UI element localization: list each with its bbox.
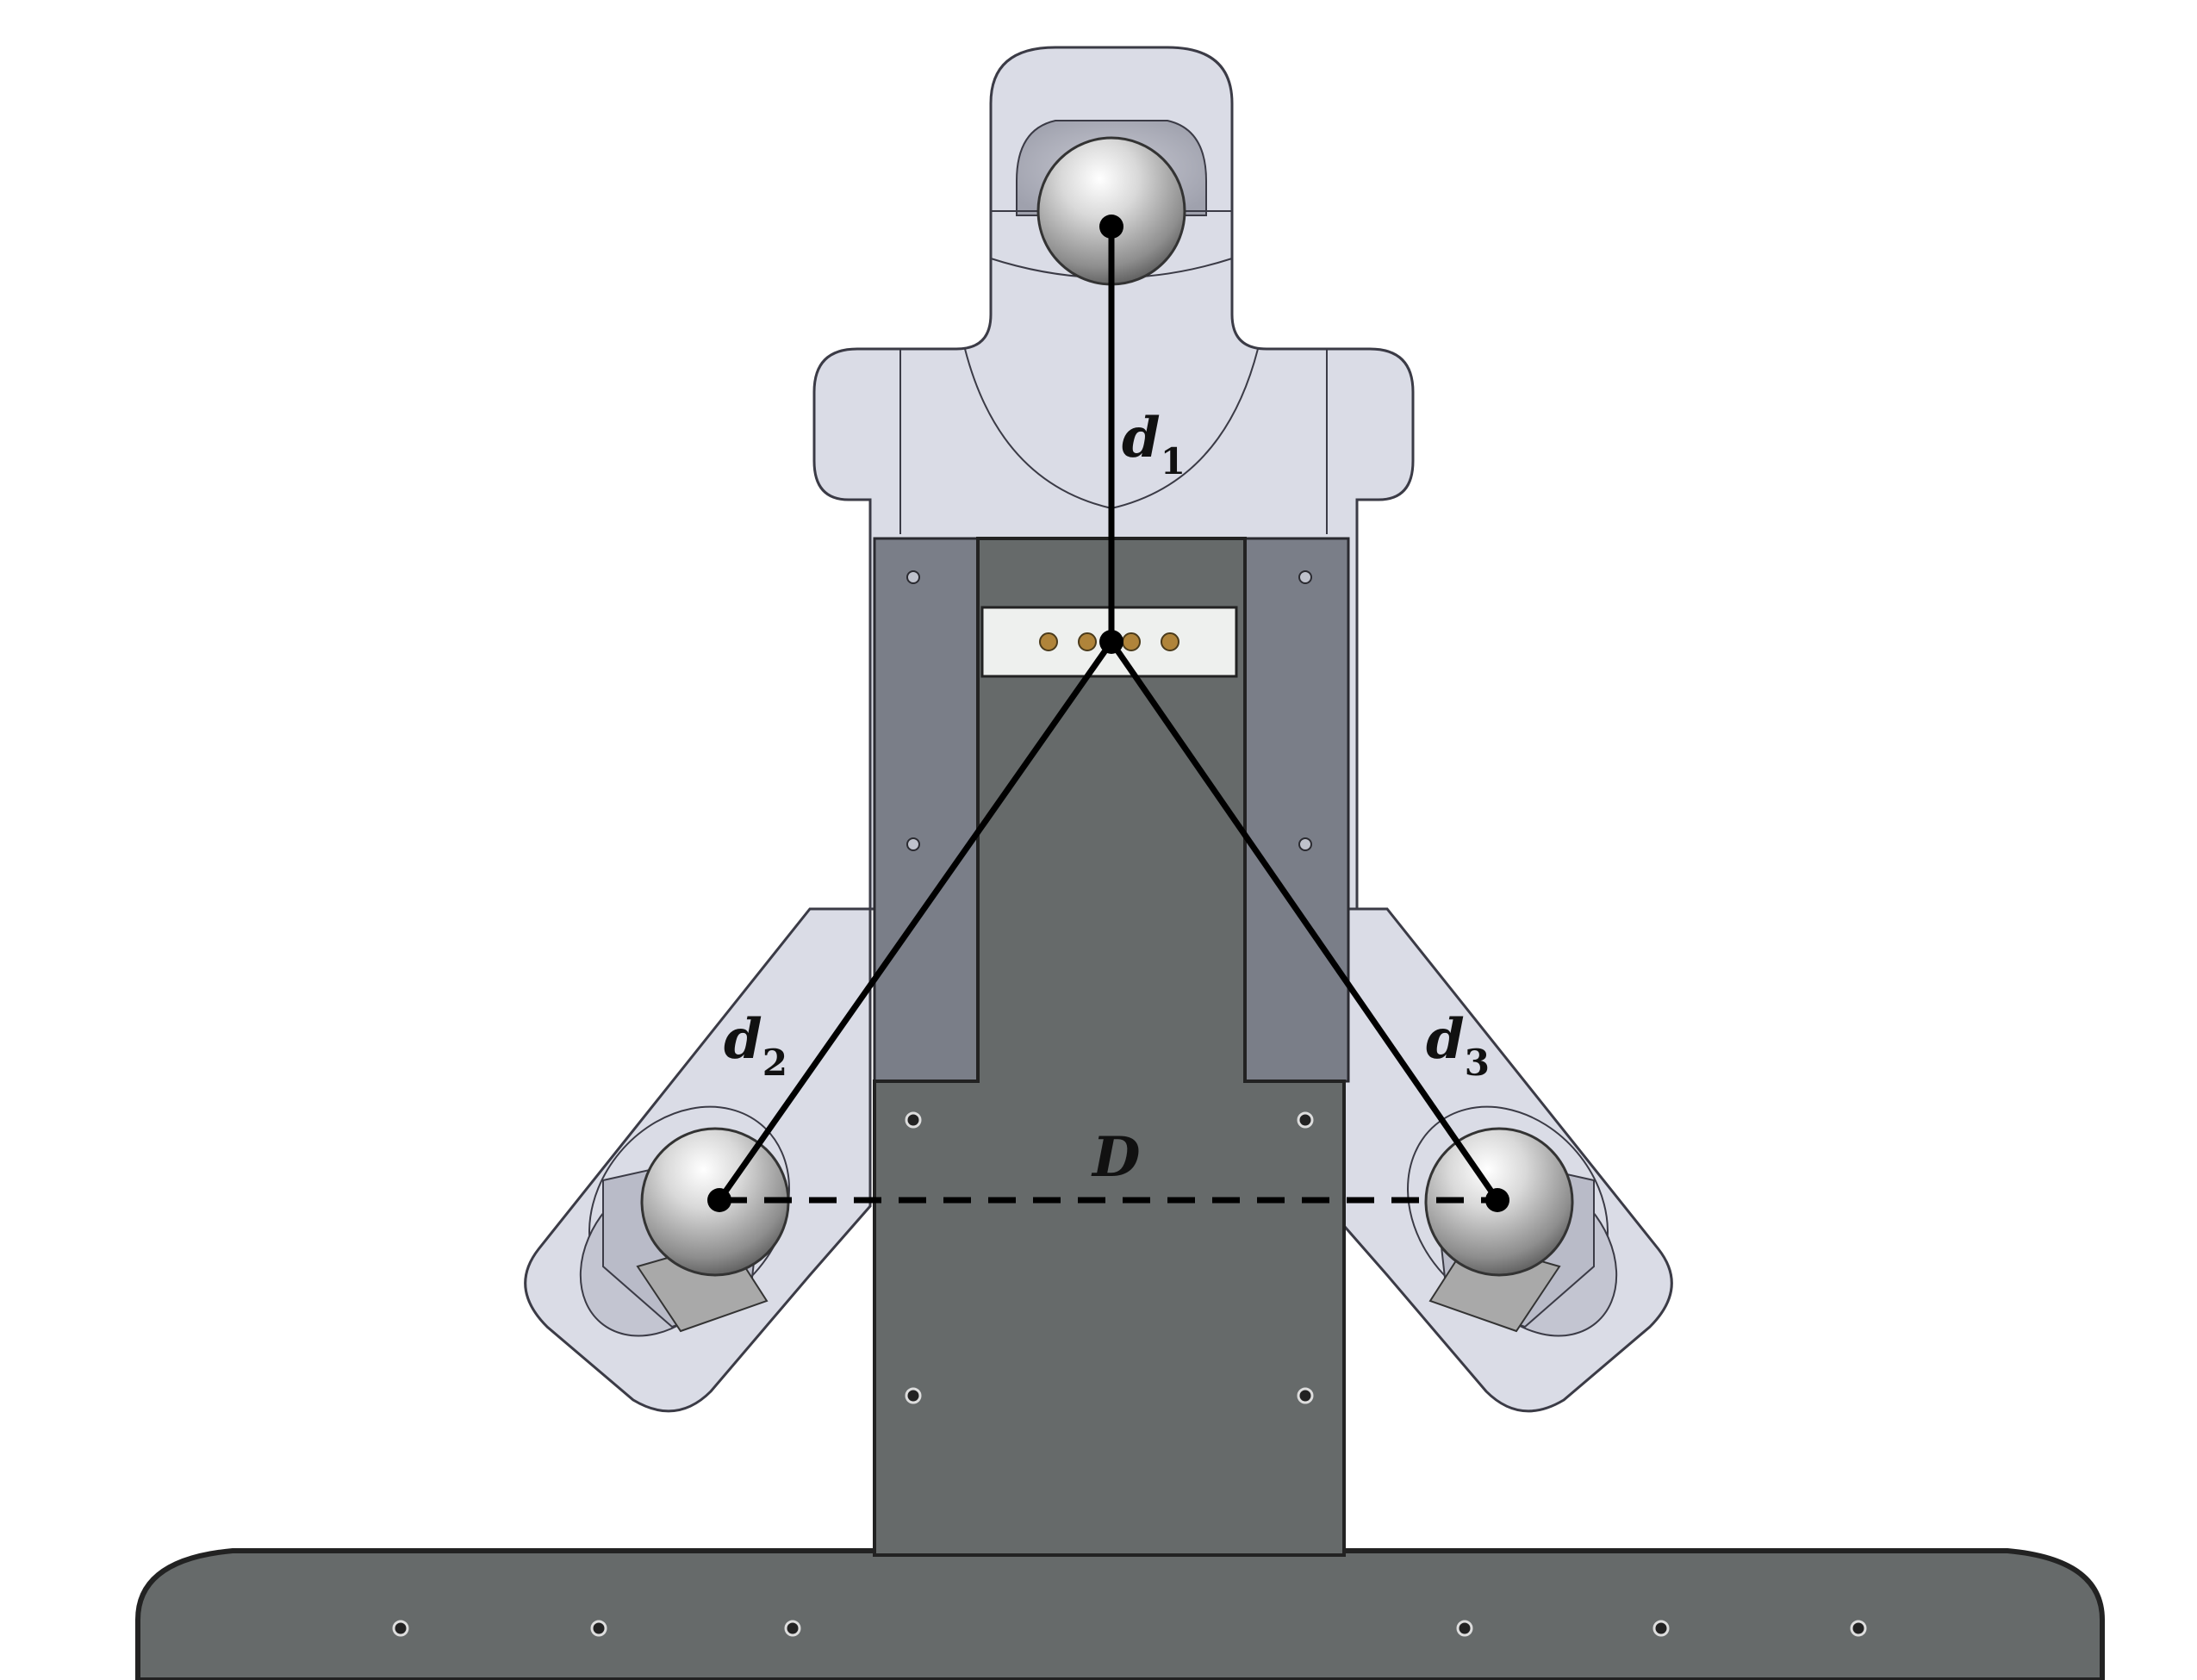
label-d3-main: d bbox=[1426, 1007, 1465, 1072]
center-plate-holes bbox=[905, 1111, 1314, 1404]
label-D: D bbox=[1091, 1125, 1141, 1190]
base-plate bbox=[135, 1548, 2105, 1680]
label-d3: d3 bbox=[1426, 1007, 1490, 1084]
line-d3 bbox=[1109, 640, 1500, 1202]
label-d2-main: d bbox=[724, 1007, 762, 1072]
center-plate bbox=[873, 537, 1346, 1557]
right-side-rail bbox=[1243, 537, 1350, 1083]
measurement-points bbox=[707, 215, 1509, 1212]
label-d1: d1 bbox=[1122, 406, 1186, 482]
label-d3-sub: 3 bbox=[1465, 1042, 1490, 1084]
label-d2-sub: 2 bbox=[762, 1042, 787, 1084]
measurement-lines bbox=[717, 227, 1500, 1204]
base-plate-holes bbox=[392, 1620, 1867, 1637]
left-sphere bbox=[636, 1127, 790, 1333]
line-d2 bbox=[717, 639, 1114, 1203]
label-d2: d2 bbox=[724, 1007, 787, 1084]
label-d1-main: d bbox=[1122, 406, 1161, 470]
left-side-rail bbox=[873, 537, 980, 1083]
label-d1-sub: 1 bbox=[1161, 440, 1186, 482]
